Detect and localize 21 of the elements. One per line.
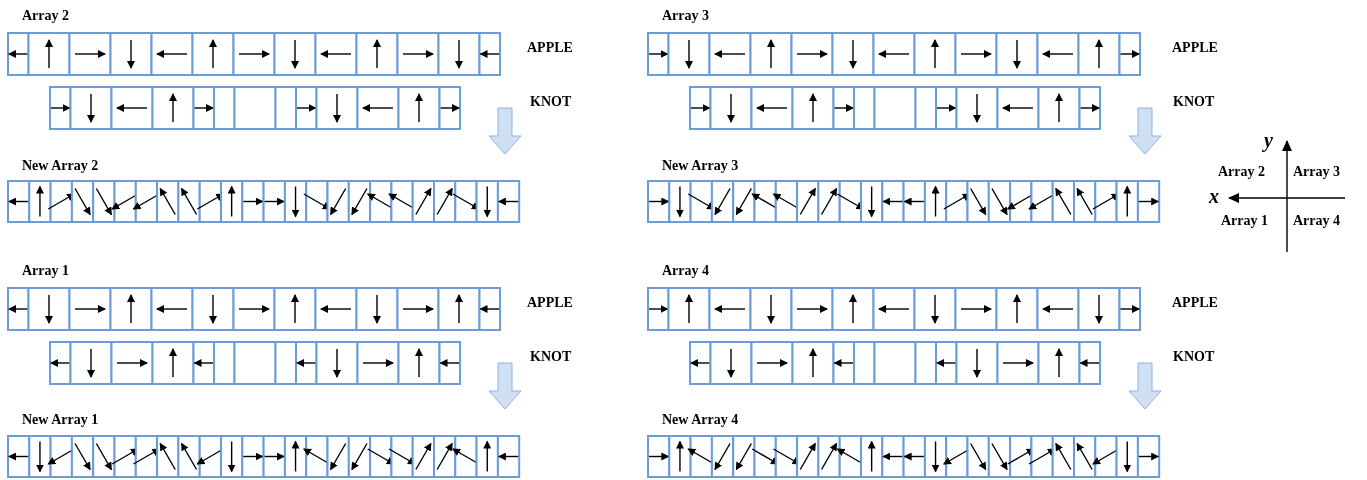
array-label: KNOT — [1173, 349, 1215, 365]
array-label: APPLE — [527, 295, 573, 311]
array-label: Array 4 — [662, 263, 710, 279]
array-label: Array 2 — [1218, 164, 1266, 180]
array-label: New Array 2 — [22, 158, 99, 174]
array-label: Array 3 — [662, 8, 710, 24]
array-label: APPLE — [1172, 295, 1218, 311]
array-label: New Array 3 — [662, 158, 739, 174]
array-label: APPLE — [1172, 40, 1218, 56]
array-label: Array 1 — [22, 263, 70, 279]
array-label: Array 1 — [1221, 213, 1269, 229]
array-label: KNOT — [530, 94, 572, 110]
axis-label: x — [1209, 188, 1219, 204]
array-label: APPLE — [527, 40, 573, 56]
array-label: New Array 1 — [22, 412, 99, 428]
array-label: Array 4 — [1293, 213, 1341, 229]
array-label: Array 3 — [1293, 164, 1341, 180]
array-label: New Array 4 — [662, 412, 739, 428]
array-label: KNOT — [1173, 94, 1215, 110]
array-label: KNOT — [530, 349, 572, 365]
array-label: Array 2 — [22, 8, 70, 24]
